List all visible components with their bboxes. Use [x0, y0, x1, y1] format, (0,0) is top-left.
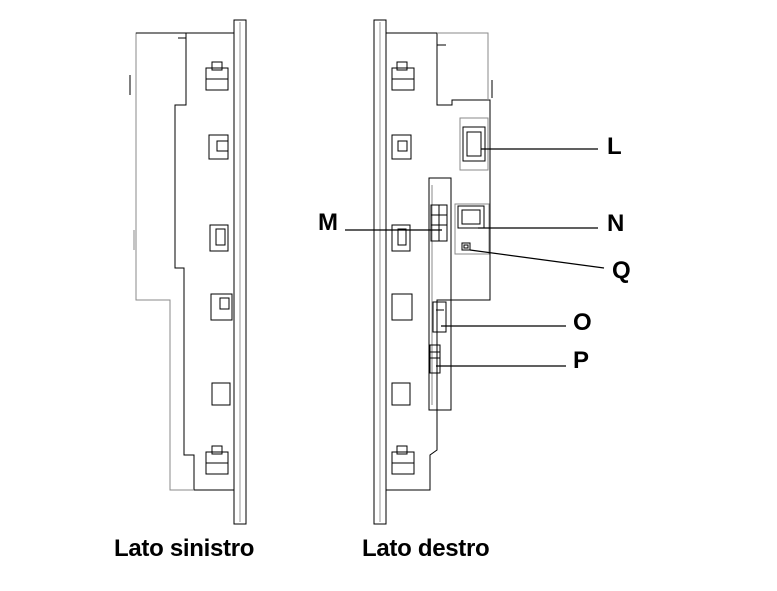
leader-line-q — [469, 249, 605, 269]
right-clip-1 — [391, 61, 415, 91]
right-side-view — [345, 19, 605, 525]
caption-left-side: Lato sinistro — [114, 535, 255, 562]
left-clip-3 — [209, 224, 229, 252]
usb-port-connector — [461, 242, 471, 251]
right-rear-top — [437, 32, 489, 100]
callout-m: M — [318, 209, 338, 236]
right-clip-5 — [391, 382, 411, 406]
sd-card-slot-connector — [432, 301, 447, 333]
connector-block-m — [430, 204, 448, 242]
left-clip-2 — [208, 134, 229, 160]
caption-right-side: Lato destro — [362, 535, 490, 562]
right-bezel — [373, 19, 387, 525]
left-side-view — [129, 19, 247, 525]
callout-o: O — [573, 309, 592, 336]
left-clip-4 — [210, 293, 233, 321]
right-housing-outline — [386, 32, 491, 491]
callout-l: L — [607, 133, 622, 160]
callout-n: N — [607, 210, 625, 237]
right-clip-4 — [391, 293, 413, 321]
left-clip-1 — [205, 61, 229, 91]
left-rear-box — [135, 32, 194, 491]
left-bezel — [233, 19, 247, 525]
left-clip-5 — [211, 382, 231, 406]
ethernet-port-connector — [454, 203, 490, 255]
left-housing-outline — [174, 32, 234, 491]
right-clip-2 — [391, 134, 412, 160]
callout-p: P — [573, 347, 590, 374]
port-panel — [428, 177, 452, 411]
callout-q: Q — [612, 257, 631, 284]
right-clip-6 — [391, 445, 415, 475]
left-clip-6 — [205, 445, 229, 475]
card-slot-p-connector — [429, 344, 441, 374]
serial-port-connector — [459, 117, 489, 171]
right-clip-3 — [391, 224, 411, 252]
